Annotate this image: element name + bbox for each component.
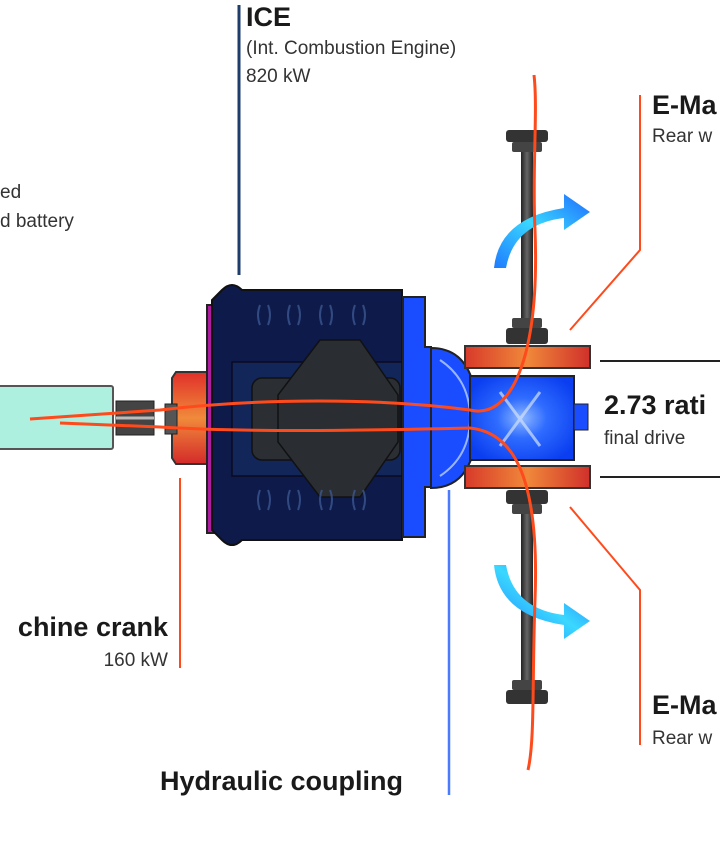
- emachine-bottom-subtitle: Rear w: [652, 728, 713, 749]
- power-flow-lines: [29, 74, 538, 771]
- battery-label-line1: ed: [0, 182, 22, 203]
- rotation-arrow-top: [494, 194, 590, 268]
- ice-subtitle: (Int. Combustion Engine): [246, 38, 457, 59]
- crank-emachine-title: chine crank: [17, 612, 168, 642]
- emachine-top-leader-line: [569, 95, 641, 331]
- battery-label-line2: d battery: [0, 211, 74, 232]
- hydraulic-coupling-title: Hydraulic coupling: [160, 766, 404, 796]
- emachine-top-title: E-Ma: [652, 90, 717, 120]
- ratio-title: 2.73 rati: [604, 390, 707, 420]
- emachine-top-subtitle: Rear w: [652, 126, 713, 147]
- emachine-bottom-title: E-Ma: [652, 690, 717, 720]
- ice-title: ICE: [246, 2, 292, 32]
- emachine-bottom-leader-line: [569, 506, 641, 745]
- axle-bottom: [506, 490, 548, 704]
- rotation-arrow-bottom: [494, 565, 590, 639]
- axle-top: [506, 130, 548, 344]
- ice-power: 820 kW: [246, 66, 311, 87]
- engine-core: [277, 339, 399, 498]
- coupling-plate: [402, 296, 432, 538]
- brake-disc-bottom: [464, 465, 591, 489]
- ratio-subtitle: final drive: [604, 428, 686, 449]
- crank-emachine-power: 160 kW: [103, 650, 168, 671]
